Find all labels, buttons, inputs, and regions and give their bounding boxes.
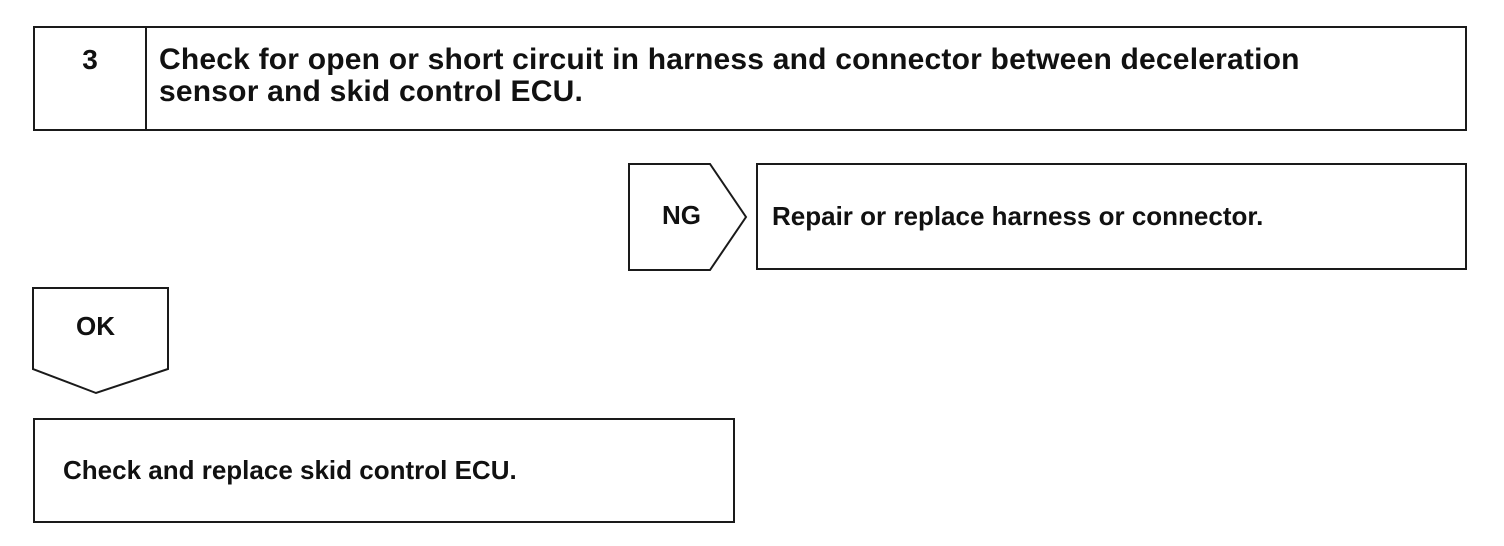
step-instruction-line-1: Check for open or short circuit in harne… bbox=[159, 43, 1300, 76]
ok-action-box: Check and replace skid control ECU. bbox=[33, 418, 735, 523]
ng-arrow-shape bbox=[628, 163, 748, 271]
ng-action-box: Repair or replace harness or connector. bbox=[756, 163, 1467, 270]
ok-label: OK bbox=[76, 311, 115, 341]
step-box: 3 Check for open or short circuit in har… bbox=[33, 26, 1467, 131]
step-instruction: Check for open or short circuit in harne… bbox=[147, 28, 1465, 129]
ng-action-text: Repair or replace harness or connector. bbox=[772, 201, 1264, 231]
step-number: 3 bbox=[35, 28, 147, 129]
ok-arrow-shape bbox=[32, 287, 169, 395]
ng-label: NG bbox=[662, 200, 701, 230]
step-instruction-line-2: sensor and skid control ECU. bbox=[159, 75, 584, 108]
ok-action-text: Check and replace skid control ECU. bbox=[63, 455, 517, 485]
